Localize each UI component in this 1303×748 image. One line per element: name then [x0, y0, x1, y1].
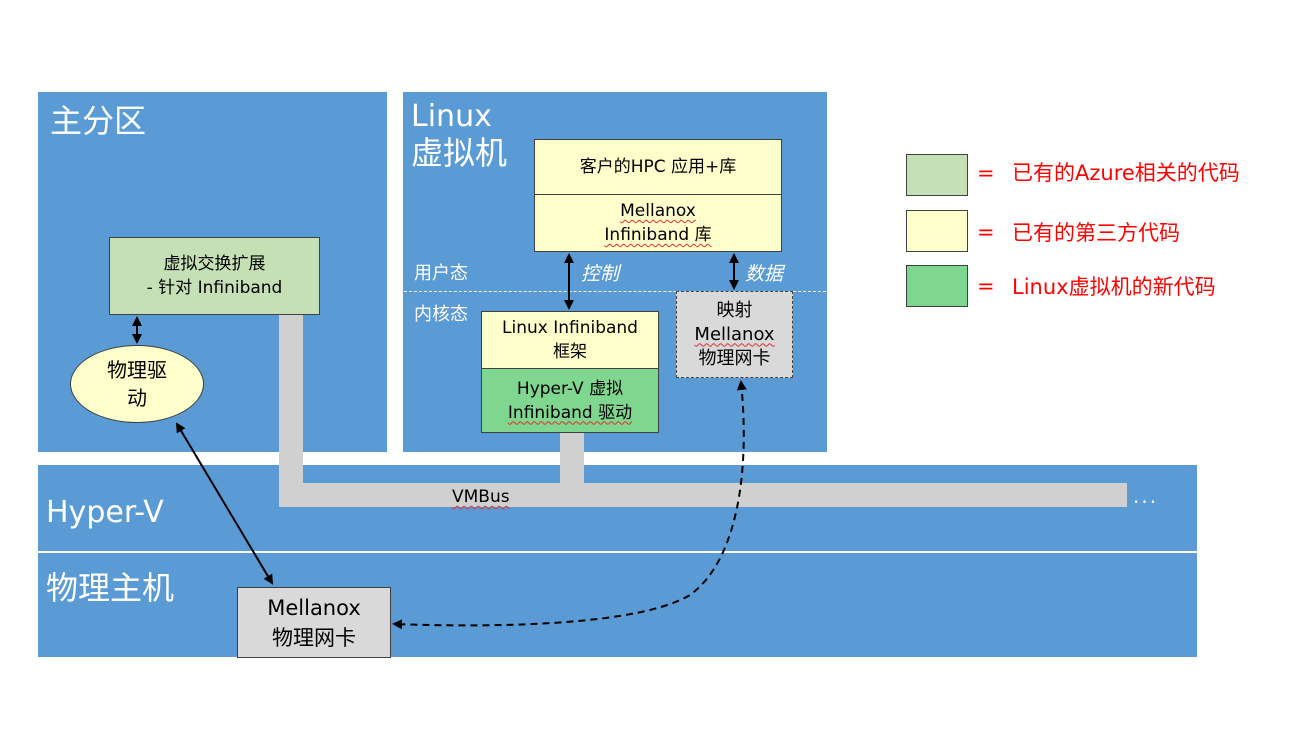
mapped-nic-line2: Mellanox	[694, 323, 775, 345]
phys-nic-line2: 物理网卡	[272, 625, 356, 650]
mapped-nic-line1: 映射	[716, 299, 753, 321]
legend-text-thirdparty: 已有的第三方代码	[1012, 221, 1180, 245]
legend-swatch-thirdparty	[906, 210, 968, 252]
legend-eq-thirdparty: =	[977, 220, 995, 244]
physical-nic-box: Mellanox 物理网卡	[237, 587, 391, 658]
vswitch-line1: 虚拟交换扩展	[163, 254, 266, 274]
legend-text-azure: 已有的Azure相关的代码	[1012, 161, 1240, 185]
phys-nic-line1: Mellanox	[267, 595, 361, 620]
linux-vm-title-line2: 虚拟机	[411, 134, 508, 172]
vswitch-extension-box: 虚拟交换扩展 - 针对 Infiniband	[109, 237, 320, 315]
ib-framework-box: Linux Infiniband 框架	[481, 311, 659, 369]
vswitch-line2: - 针对 Infiniband	[146, 278, 283, 298]
driver-nic-arrow	[175, 422, 274, 585]
mellanox-lib-box: Mellanox Infiniband 库	[534, 194, 782, 252]
data-label: 数据	[745, 263, 784, 285]
mapped-nic-line3: 物理网卡	[698, 347, 771, 369]
physical-driver-ellipse: 物理驱 动	[70, 345, 204, 423]
hyperv-title: Hyper-V	[46, 495, 164, 530]
mapped-nic-box: 映射 Mellanox 物理网卡	[676, 291, 793, 378]
phys-driver-line2: 动	[127, 386, 147, 410]
legend-eq-new: =	[977, 274, 995, 298]
mellanox-lib-line1: Mellanox	[620, 201, 696, 221]
control-label: 控制	[581, 263, 620, 285]
hpc-app-label: 客户的HPC 应用+库	[579, 157, 737, 177]
kernel-mode-label: 内核态	[414, 304, 468, 325]
legend-swatch-azure	[906, 154, 968, 196]
phys-driver-line1: 物理驱	[107, 358, 167, 382]
ib-framework-line2: 框架	[553, 342, 587, 362]
linux-vm-title-line1: Linux	[411, 99, 492, 134]
mapped-physical-dashed-arrow	[392, 380, 747, 630]
legend-swatch-new	[906, 265, 968, 307]
user-kernel-divider	[404, 291, 826, 292]
legend-text-new: Linux虚拟机的新代码	[1012, 275, 1216, 299]
hpc-app-box: 客户的HPC 应用+库	[534, 139, 782, 195]
legend-eq-azure: =	[977, 161, 995, 185]
vmbus-vertical-left	[279, 315, 303, 507]
ib-framework-line1: Linux Infiniband	[502, 318, 638, 338]
physical-host-title: 物理主机	[46, 569, 175, 607]
user-mode-label: 用户态	[414, 263, 468, 284]
mellanox-lib-line2: Infiniband 库	[604, 225, 712, 245]
vmbus-ellipsis: ...	[1133, 484, 1159, 508]
root-partition-title: 主分区	[50, 102, 147, 140]
